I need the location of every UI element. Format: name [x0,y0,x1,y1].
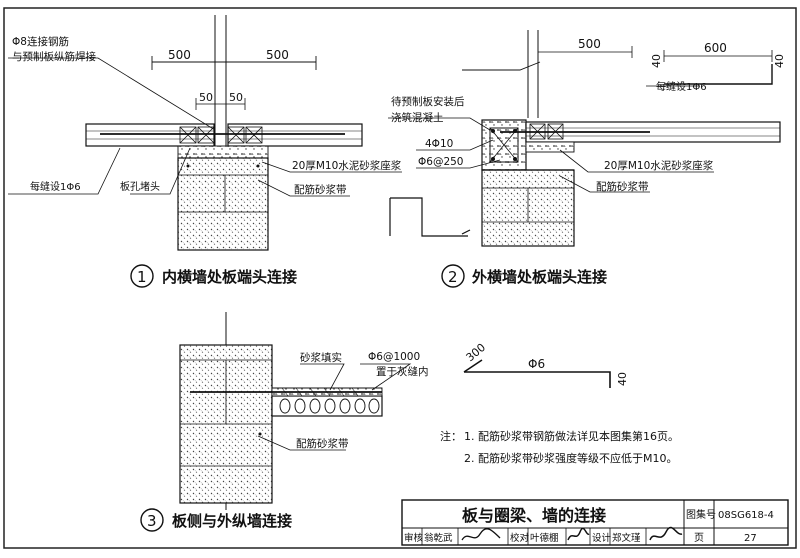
mortar-bed [177,145,269,159]
note-pour-line1: 待预制板安装后 [391,95,465,108]
designer-signature [649,526,683,541]
bar-detail: 300 Φ6 40 [463,341,629,388]
note-joint-2: 每缝设1Φ6 [656,80,707,93]
dim-40-bar: 40 [616,372,629,386]
wall-1 [177,157,269,251]
page-number: 27 [744,533,757,544]
dim-500-top: 500 [578,37,601,51]
detail-title-3: 板侧与外纵墙连接 [172,512,292,530]
detail-number-1: 1 [137,268,147,286]
atlas-label: 图集号 [686,508,716,521]
page-label: 页 [694,532,704,544]
hole-plugs [179,126,263,144]
note-mortar-bed-1: 20厚M10水泥砂浆座浆 [292,159,402,172]
note-bars: 4Φ10 [425,138,453,150]
detail-number-circle-2 [441,264,465,288]
check-label: 校对 [510,532,530,544]
note-rebar-line1: Φ8连接钢筋 [12,35,69,48]
dim-40-left: 40 [650,54,663,68]
detail-number-circle-1 [130,264,154,288]
note-1: 1. 配筋砂浆带钢筋做法详见本图集第16页。 [464,429,679,443]
note-2: 2. 配筋砂浆带砂浆强度等级不应低于M10。 [464,451,677,465]
dim-600: 600 [704,41,727,55]
detail-number-2: 2 [448,268,458,286]
note-mortar-bed-2: 20厚M10水泥砂浆座浆 [604,159,714,172]
note-plug: 板孔堵头 [120,180,160,193]
detail-title-2: 外横墙处板端头连接 [471,268,607,286]
note-pour-line2: 浇筑混凝土 [391,111,444,124]
sheet-border [3,7,797,549]
dim-500-right: 500 [266,48,289,62]
slab-3 [271,395,383,417]
detail-title-1: 内横墙处板端头连接 [162,268,297,286]
note-joint-1: 每缝设1Φ6 [30,180,81,193]
note-mortar-band-2: 配筋砂浆带 [596,180,649,193]
designer-name: 郑文瑾 [612,532,641,544]
detail-1: 500 500 50 50 [8,15,402,288]
detail-2: 500 600 40 40 每缝设1Φ6 [388,30,786,288]
note-fill: 砂浆填实 [300,351,342,364]
note-stirrup: Φ6@250 [418,156,464,168]
dim-300: 300 [464,341,488,364]
review-label: 审核 [404,532,424,544]
detail-number-3: 3 [147,512,157,530]
bar-label: Φ6 [528,357,545,371]
dim-50-left: 50 [199,91,213,104]
atlas-number: 08SG618-4 [718,510,774,521]
note-mortar-band-3: 配筋砂浆带 [296,437,349,450]
note-mortar-band-1: 配筋砂浆带 [294,183,347,196]
hollow-cores [279,398,380,414]
design-label: 设计 [592,532,612,544]
checker-name: 叶德棚 [530,532,559,544]
detail-3: 砂浆填实 Φ6@1000 置于灰缝内 配筋砂浆带 3 板侧与外纵墙连接 [140,312,429,532]
sheet-title: 板与圈梁、墙的连接 [462,506,606,525]
note-rebar-line2: 与预制板纵筋焊接 [12,50,96,63]
notes-prefix: 注： [440,429,462,443]
note-place: 置于灰缝内 [376,365,429,378]
checker-signature [567,527,590,541]
detail-number-circle-3 [140,508,164,532]
title-block: 板与圈梁、墙的连接 图集号 08SG618-4 审核 翁乾武 校对 叶德棚 设计… [401,499,789,546]
reviewer-name: 翁乾武 [424,532,453,544]
dim-40-right: 40 [773,54,786,68]
reviewer-signature [461,528,501,541]
dim-50-right: 50 [229,91,243,104]
notes: 注： 1. 配筋砂浆带钢筋做法详见本图集第16页。 2. 配筋砂浆带砂浆强度等级… [440,429,679,465]
dim-500-left: 500 [168,48,191,62]
note-rebar-3: Φ6@1000 [368,351,420,363]
